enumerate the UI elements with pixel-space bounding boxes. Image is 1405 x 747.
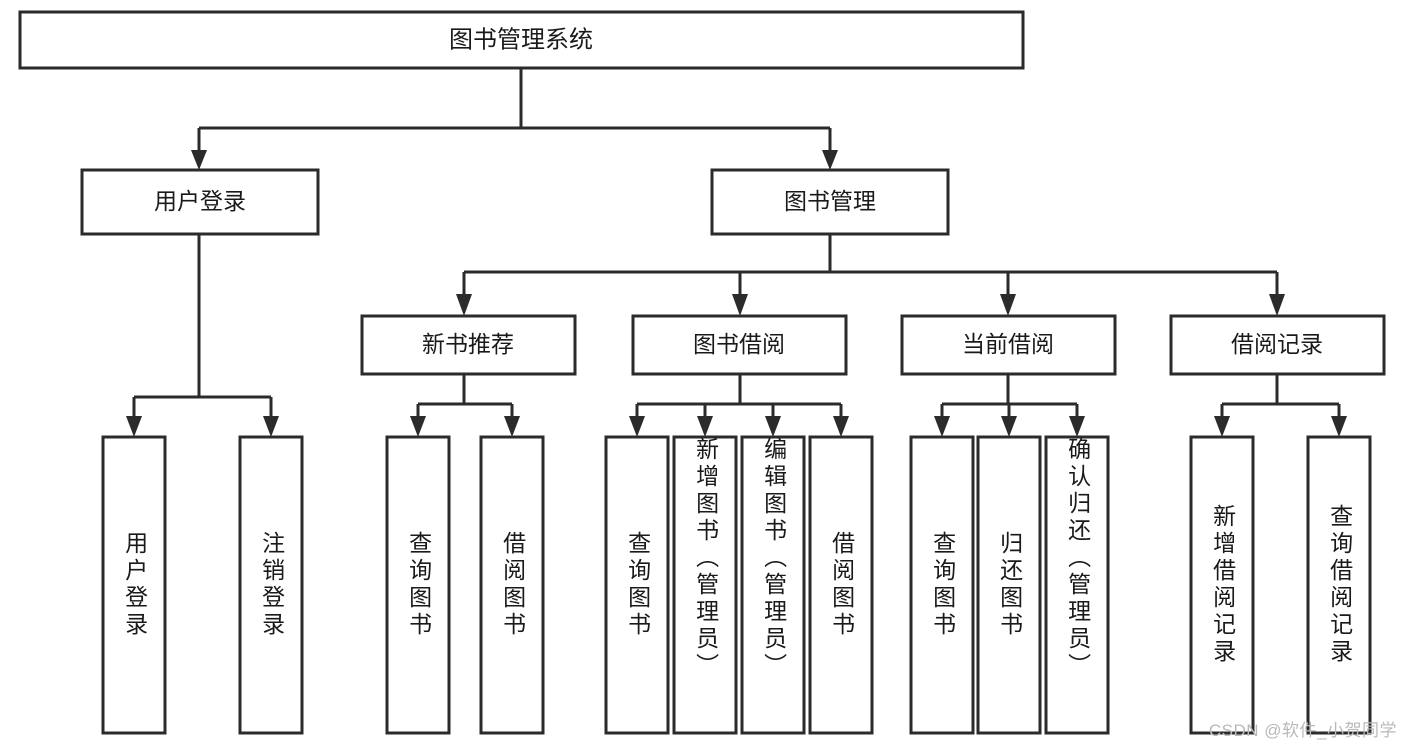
leaf-box-borrow-book-1[interactable] [479,435,545,735]
leaf-box-query-book-3[interactable] [909,435,975,735]
csdn-watermark: CSDN @软件_小贺同学 [1208,721,1397,740]
connector-borrowrecord-to-leaves [1214,374,1347,437]
node-borrow-record[interactable]: 借阅记录 [1169,314,1386,376]
arrow-head-icon [1069,416,1085,437]
node-root-label: 图书管理系统 [449,26,593,53]
arrow-head-icon [833,416,849,437]
arrow-head-icon [629,416,645,437]
connector-newbook-to-leaves [410,374,520,437]
leaf-box-return-book[interactable] [976,435,1042,735]
arrow-head-icon [504,416,520,437]
arrow-head-icon [732,294,748,316]
connector-bookmanagement-to-level3 [456,234,1285,316]
connector-root-to-level2 [191,68,838,170]
arrow-head-icon [1000,294,1016,316]
node-book-management[interactable]: 图书管理 [710,168,950,236]
arrow-head-icon [263,416,279,437]
node-book-management-label: 图书管理 [784,188,876,214]
arrow-head-icon [1269,294,1285,316]
node-new-book-recommend-label: 新书推荐 [422,331,514,357]
node-user-login-label: 用户登录 [154,188,246,214]
connector-bookborrow-to-leaves [629,374,849,437]
arrow-head-icon [765,416,781,437]
connector-userlogin-to-leaves [126,234,279,437]
leaf-box-edit-book[interactable] [740,435,806,735]
leaf-box-query-book-1[interactable] [385,435,451,735]
leaf-box-add-record[interactable] [1189,435,1255,735]
leaf-box-query-book-2[interactable] [604,435,670,735]
node-current-borrow-label: 当前借阅 [962,331,1054,357]
leaf-boxes [101,435,1372,735]
arrow-head-icon [934,416,950,437]
node-root-book-management-system[interactable]: 图书管理系统 [18,10,1025,70]
node-user-login[interactable]: 用户登录 [80,168,320,236]
node-borrow-record-label: 借阅记录 [1231,331,1323,357]
leaf-box-borrow-book-2[interactable] [808,435,874,735]
arrow-head-icon [126,416,142,437]
arrow-head-icon [822,150,838,170]
node-book-borrow-label: 图书借阅 [693,331,785,357]
node-new-book-recommend[interactable]: 新书推荐 [360,314,577,376]
arrow-head-icon [1001,416,1017,437]
leaf-box-confirm-return[interactable] [1044,435,1110,735]
leaf-box-add-book[interactable] [672,435,738,735]
leaf-box-logout-login[interactable] [238,435,304,735]
leaf-box-query-record[interactable] [1306,435,1372,735]
arrow-head-icon [191,150,207,170]
connector-currentborrow-to-leaves [934,374,1085,437]
leaf-box-user-login[interactable] [101,435,167,735]
arrow-head-icon [697,416,713,437]
node-current-borrow[interactable]: 当前借阅 [900,314,1117,376]
node-book-borrow[interactable]: 图书借阅 [631,314,848,376]
arrow-head-icon [456,294,472,316]
arrow-head-icon [410,416,426,437]
arrow-head-icon [1214,416,1230,437]
arrow-head-icon [1331,416,1347,437]
